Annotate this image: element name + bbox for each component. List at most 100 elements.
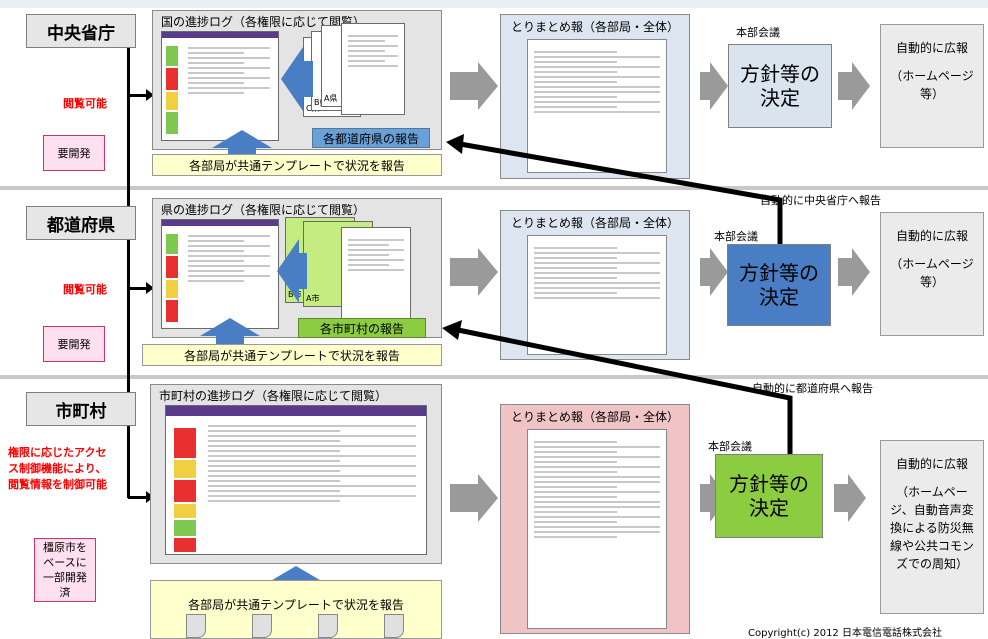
- municipal-meeting-label: 本部会議: [708, 440, 752, 453]
- status-cell-red: [174, 480, 196, 502]
- template-doc-icon-1: [186, 614, 206, 638]
- central-up-arrow-head: [212, 130, 272, 148]
- left-connector-line: [127, 48, 130, 498]
- central-flow-arrow-1-head: [478, 62, 498, 110]
- central-template-note: 各部局が共通テンプレートで状況を報告: [152, 154, 442, 176]
- prefecture-arrow-head: [146, 282, 154, 294]
- central-report-label: 各都道府県の報告: [312, 128, 430, 148]
- municipal-pr-title: 自動的に広報: [895, 457, 968, 471]
- prefecture-arrow-line: [128, 287, 150, 290]
- central-flow-arrow-1: [450, 72, 478, 100]
- municipal-dev-badge: 橿原市をベースに一部開発済: [34, 538, 96, 602]
- prefecture-pr-detail: （ホームページ等）: [890, 257, 974, 289]
- prefecture-flow-arrow-3-head: [852, 248, 870, 296]
- status-cell-green: [166, 46, 178, 66]
- prefecture-up-arrow-body: [216, 336, 244, 344]
- central-arrow-head: [146, 89, 154, 101]
- municipal-flow-arrow-1-head: [478, 474, 498, 522]
- tier-central-label: 中央省庁: [47, 23, 115, 44]
- central-pr-detail: （ホームページ等）: [890, 69, 974, 101]
- prefecture-view-label: 閲覧可能: [63, 283, 107, 296]
- central-flow-arrow-2-head: [710, 62, 728, 110]
- tier-municipality-label: 市町村: [55, 401, 107, 422]
- central-dev-badge: 要開発: [43, 135, 105, 171]
- prefecture-decision-box: 方針等の決定: [727, 244, 831, 326]
- municipal-flow-arrow-2: [700, 484, 710, 512]
- central-summary-title: とりまとめ報（各部局・全体）: [510, 20, 679, 34]
- feedback-arrow-to-prefecture: [457, 327, 793, 454]
- prefecture-summary-doc: [527, 235, 667, 355]
- central-view-label: 閲覧可能: [63, 97, 107, 110]
- status-cell-red: [166, 68, 178, 90]
- prefecture-flow-arrow-1: [450, 258, 478, 286]
- prefecture-summary-panel: とりまとめ報（各部局・全体）: [500, 210, 690, 360]
- central-flow-arrow-2: [700, 72, 710, 100]
- municipal-log-panel: 市町村の進捗ログ（各権限に応じて閲覧）: [150, 384, 442, 564]
- municipal-flow-arrow-3-head: [848, 474, 866, 522]
- central-log-sheet: [161, 31, 279, 141]
- central-meeting-label: 本部会議: [736, 26, 780, 39]
- central-up-arrow-body: [228, 148, 256, 154]
- status-cell-yellow: [166, 280, 178, 298]
- central-pr-title: 自動的に広報: [895, 41, 968, 55]
- central-arrow-line: [128, 94, 150, 97]
- central-decision-box: 方針等の決定: [728, 44, 832, 128]
- municipal-arrow-line: [128, 496, 150, 499]
- municipal-log-title: 市町村の進捗ログ（各権限に応じて閲覧）: [159, 389, 388, 403]
- prefecture-flow-arrow-2: [700, 258, 710, 286]
- tier-central: 中央省庁: [26, 14, 136, 48]
- doc-label-b: B県: [314, 97, 328, 108]
- prefecture-report-doc-front: [341, 227, 411, 319]
- tier-separator-2: [0, 375, 988, 379]
- prefecture-up-arrow-head: [200, 318, 260, 336]
- municipal-flow-arrow-1: [450, 484, 478, 512]
- sheet-header: [166, 406, 426, 416]
- doc-label-a: A県: [324, 94, 338, 103]
- tier-prefecture: 都道府県: [26, 206, 136, 240]
- prefecture-dev-badge: 要開発: [43, 326, 105, 362]
- feedback-arrow-to-central: [459, 141, 783, 244]
- central-summary-doc: [527, 39, 667, 173]
- auto-report-to-prefecture: 自動的に都道府県へ報告: [752, 382, 873, 395]
- tier-separator-1: [0, 186, 988, 190]
- municipal-summary-title: とりまとめ報（各部局・全体）: [510, 410, 679, 424]
- status-cell-red: [166, 300, 178, 322]
- auto-report-to-central: 自動的に中央省庁へ報告: [760, 194, 881, 207]
- municipal-summary-panel: とりまとめ報（各部局・全体）: [500, 404, 690, 634]
- prefecture-meeting-label: 本部会議: [714, 230, 758, 243]
- central-log-panel: 国の進捗ログ（各権限に応じて閲覧） C県 B県 A県: [152, 10, 442, 150]
- central-pr-box: 自動的に広報 （ホームページ等）: [880, 24, 984, 148]
- prefecture-flow-arrow-3: [838, 258, 852, 286]
- prefecture-flow-arrow-1-head: [478, 248, 498, 296]
- status-cell-green: [166, 112, 178, 134]
- municipal-access-label: 権限に応じたアクセス制御機能により、閲覧情報を制御可能: [8, 446, 107, 491]
- template-doc-icon-4: [384, 614, 404, 638]
- municipal-dev-text: 橿原市をベースに一部開発済: [43, 541, 87, 599]
- central-dev-text: 要開発: [57, 146, 91, 160]
- status-cell-yellow: [174, 460, 196, 478]
- prefecture-log-panel: 県の進捗ログ（各権限に応じて閲覧） B市 A市: [152, 198, 442, 338]
- central-flow-arrow-3: [838, 72, 852, 100]
- doc-label-a-city: A市: [306, 294, 320, 303]
- prefecture-report-label: 各市町村の報告: [298, 318, 426, 338]
- status-cell-yellow: [174, 504, 196, 518]
- municipal-summary-doc: [527, 429, 667, 629]
- feedback-arrow-to-prefecture-head: [442, 320, 462, 340]
- municipal-pr-detail: （ホームページ、自動音声変換による防災無線や公共コモンズでの周知）: [889, 485, 974, 571]
- prefecture-dev-text: 要開発: [57, 337, 91, 351]
- central-flow-arrow-3-head: [852, 62, 870, 110]
- status-cell-green: [174, 520, 196, 536]
- prefecture-template-note: 各部局が共通テンプレートで状況を報告: [142, 344, 442, 366]
- status-cell-red: [174, 538, 196, 552]
- central-report-doc-front: [341, 23, 405, 115]
- prefecture-pr-box: 自動的に広報 （ホームページ等）: [880, 212, 984, 336]
- municipal-flow-arrow-3: [834, 484, 848, 512]
- copyright: Copyright(c) 2012 日本電信電話株式会社: [748, 628, 942, 639]
- municipal-log-sheet: [165, 405, 427, 555]
- feedback-arrow-to-central-head: [446, 134, 464, 154]
- central-log-title: 国の進捗ログ（各権限に応じて閲覧）: [161, 15, 366, 29]
- prefecture-report-arrow: [277, 239, 299, 303]
- central-report-arrow-body: [301, 61, 313, 97]
- status-cell-green: [166, 234, 178, 254]
